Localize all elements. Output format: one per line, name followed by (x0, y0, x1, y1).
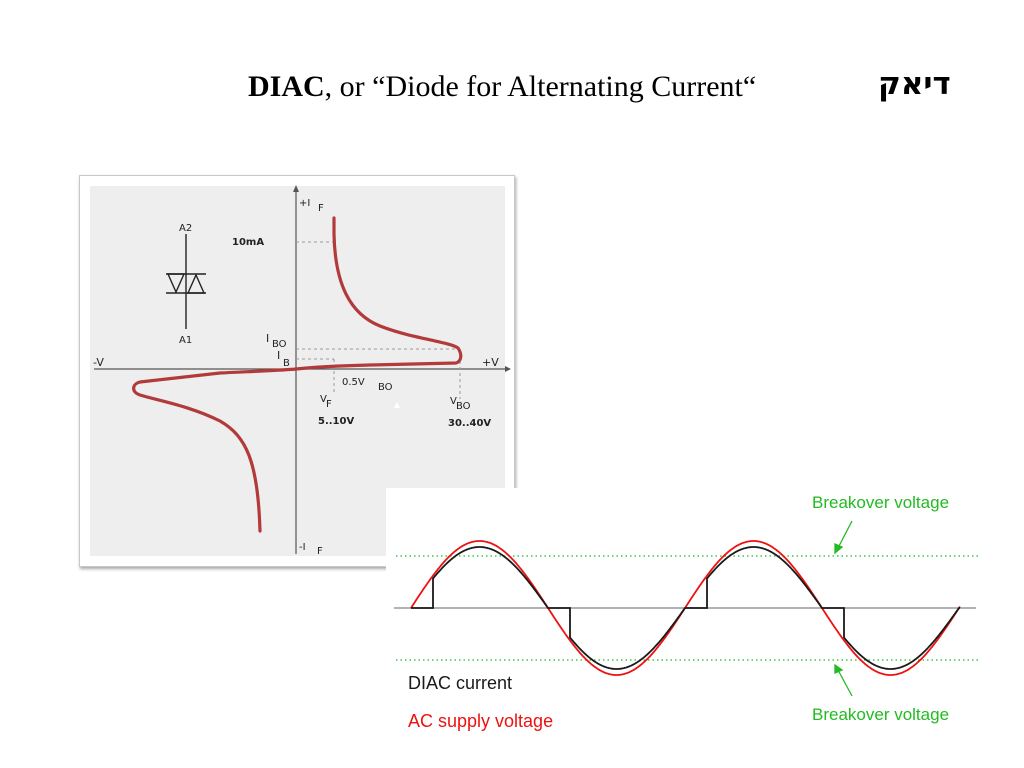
characteristic-curve (132, 216, 463, 533)
arrow-top-line (837, 520, 853, 549)
iv-characteristic-diagram: A2 A1 +I F -I F -V +V 10mA I BO I B 0.5V… (79, 175, 515, 567)
label-vf-range: 5..10V (318, 416, 354, 427)
iv-characteristic-svg: A2 A1 +I F -I F -V +V 10mA I BO I B 0.5V… (90, 185, 511, 557)
arrow-top-head (834, 543, 844, 555)
label-10ma: 10mA (232, 237, 264, 248)
label-ib: I (277, 349, 280, 362)
symbol-label-a2: A2 (179, 223, 192, 234)
diac-current-curve (411, 546, 960, 670)
arrow-bottom-head (834, 663, 844, 674)
annotation-arrows (834, 520, 853, 697)
breakover-label-top: Breakover voltage (812, 493, 949, 512)
label-ib-sub: B (283, 358, 290, 369)
breakover-label-bottom: Breakover voltage (812, 705, 949, 724)
slide-title: DIAC, or “Diode for Alternating Current“ (248, 70, 756, 104)
symbol-label-a1: A1 (179, 335, 192, 346)
label-vbo-small: 0.5V (342, 377, 365, 388)
hebrew-title: דיאק (878, 66, 951, 102)
axis-label-plus-v: +V (482, 356, 499, 369)
axis-label-minus-i-sub: F (317, 546, 323, 557)
current-axis-arrow (293, 185, 299, 192)
arrow-bottom-line (837, 669, 853, 697)
diac-symbol (166, 234, 206, 329)
label-vbo: V (450, 396, 457, 407)
label-vbo-small-sub: BO (378, 382, 393, 393)
symbol-triangle-right (186, 273, 206, 294)
axis-label-plus-i: +I (299, 198, 310, 209)
title-bold: DIAC (248, 70, 325, 103)
label-ibo: I (266, 332, 269, 345)
voltage-axis-arrow (505, 366, 511, 372)
label-vf: V (320, 394, 327, 405)
axis-label-minus-v: -V (93, 356, 104, 369)
symbol-triangle-left (166, 273, 186, 294)
legend-diac-current: DIAC current (408, 673, 512, 693)
legend-ac-voltage: AC supply voltage (408, 711, 553, 731)
axis-label-plus-i-sub: F (318, 203, 324, 214)
label-vf-sub: F (326, 399, 332, 410)
title-rest: , or “Diode for Alternating Current“ (324, 70, 757, 103)
waveform-diagram: Breakover voltage Breakover voltage DIAC… (386, 488, 1006, 738)
label-ibo-sub: BO (272, 339, 287, 350)
small-marker (394, 402, 400, 408)
label-vbo-sub: BO (456, 401, 471, 412)
axis-label-minus-i: -I (299, 542, 306, 553)
waveform-background (386, 488, 1006, 738)
label-vbo-range: 30..40V (448, 418, 491, 429)
